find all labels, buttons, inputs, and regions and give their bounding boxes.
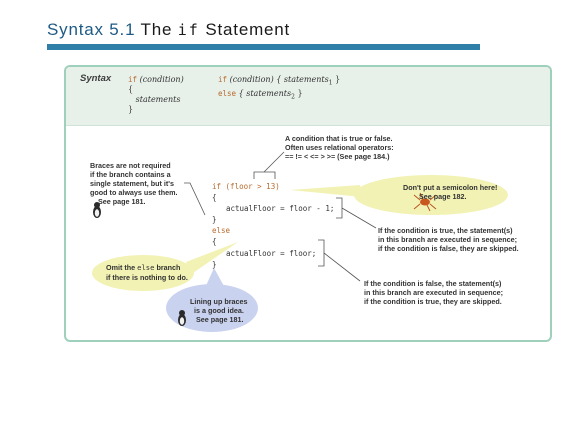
- syntax-if-keyword: if: [128, 75, 138, 84]
- true-branch-note: If the condition is true, the statement(…: [378, 226, 519, 253]
- lining-up-bubble-tail: [205, 268, 225, 288]
- code-open-brace-1: {: [212, 193, 217, 202]
- syntax-panel: Syntax if (condition) { statements } if …: [64, 65, 552, 342]
- omit-else-bubble: [92, 255, 194, 291]
- syntax2-else-keyword: else: [218, 88, 237, 98]
- spider-icon: [413, 192, 437, 212]
- title-keyword: if: [177, 21, 200, 39]
- omit-else-text-1: Omit the: [106, 263, 138, 272]
- code-if-line: if (floor > 13): [212, 182, 280, 191]
- lining-up-note: Lining up braces is a good idea. See pag…: [190, 297, 248, 324]
- omit-else-keyword: else: [137, 263, 155, 272]
- braces-note: Braces are not required if the branch co…: [90, 161, 178, 206]
- title-rule: [47, 44, 480, 50]
- code-false-statement: actualFloor = floor;: [226, 249, 317, 258]
- page-title: Syntax 5.1 The if Statement: [47, 20, 290, 40]
- semicolon-bubble-tail: [290, 185, 362, 197]
- syntax-statements: statements: [135, 95, 181, 104]
- penguin-icon-2: [178, 310, 186, 326]
- false-branch-note: If the condition is false, the statement…: [364, 279, 504, 306]
- code-close-brace-2: }: [212, 260, 217, 269]
- omit-else-note: Omit the else branch if there is nothing…: [106, 263, 188, 283]
- semicolon-note: Don't put a semicolon here! See page 182…: [403, 183, 498, 201]
- syntax2-line1-end: }: [332, 75, 341, 84]
- syntax-condition: (condition): [139, 75, 184, 84]
- code-true-statement: actualFloor = floor - 1;: [226, 204, 335, 213]
- title-suffix: Statement: [205, 20, 291, 39]
- syntax-form-if: if (condition) { statements }: [128, 75, 184, 115]
- syntax-open-brace: {: [128, 85, 134, 94]
- omit-else-text-2: branch: [154, 263, 181, 272]
- title-prefix: Syntax 5.1: [47, 20, 136, 39]
- syntax-label: Syntax: [80, 73, 112, 84]
- omit-else-text-3: if there is nothing to do.: [106, 273, 188, 282]
- omit-else-bubble-tail: [186, 242, 238, 275]
- condition-note: A condition that is true or false. Often…: [285, 134, 394, 161]
- syntax-form-if-else: if (condition) { statements1 } else { st…: [218, 75, 340, 102]
- code-open-brace-2: {: [212, 237, 217, 246]
- code-close-brace-1: }: [212, 215, 217, 224]
- title-the: The: [140, 20, 173, 39]
- syntax2-if-keyword: if: [218, 75, 228, 84]
- syntax2-line1: (condition) { statements: [229, 75, 329, 84]
- syntax-close-brace: }: [128, 105, 134, 114]
- penguin-icon: [93, 202, 101, 218]
- code-else-line: else: [212, 226, 231, 235]
- syntax2-line2-end: }: [294, 88, 303, 98]
- syntax2-line2: { statements: [236, 88, 292, 98]
- syntax2-sub1: 1: [328, 79, 333, 87]
- semicolon-bubble: [354, 175, 508, 215]
- syntax-header: Syntax if (condition) { statements } if …: [66, 67, 550, 126]
- syntax2-sub2: 2: [291, 93, 295, 101]
